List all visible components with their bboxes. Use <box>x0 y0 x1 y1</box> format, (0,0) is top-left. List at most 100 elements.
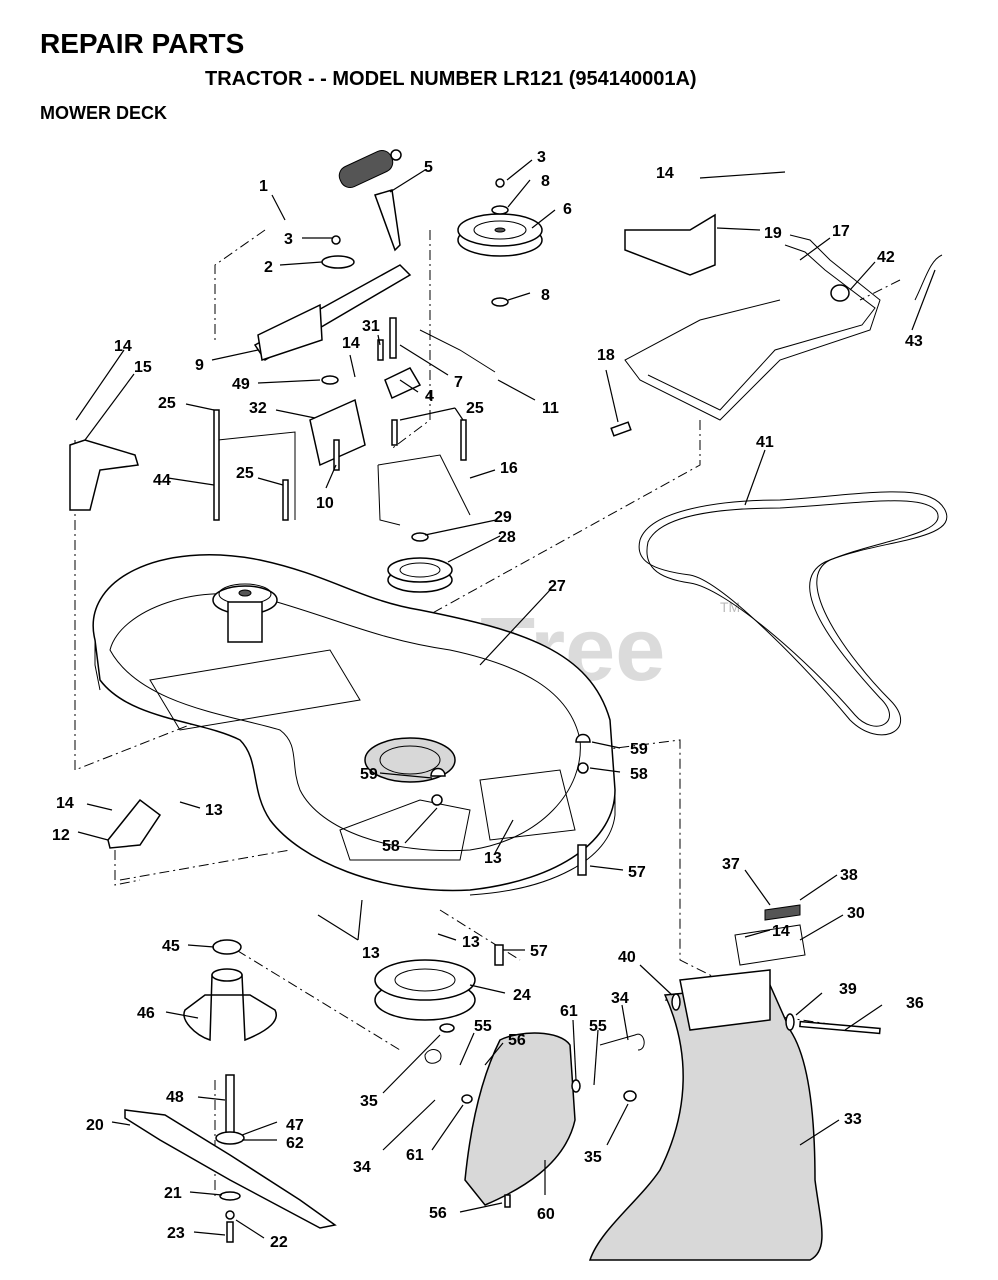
bracket-12 <box>107 798 162 849</box>
bracket-16 <box>377 454 471 526</box>
callout-2: 2 <box>264 259 273 276</box>
callout-59-right: 59 <box>630 741 648 758</box>
nut-29 <box>411 532 429 542</box>
callout-58-right: 58 <box>630 766 648 783</box>
callout-5: 5 <box>424 159 433 176</box>
washer-8-bottom <box>491 297 509 307</box>
bolt-23 <box>226 1221 234 1243</box>
callout-56-bottom: 56 <box>429 1205 447 1222</box>
callout-19: 19 <box>764 225 782 242</box>
callout-13-bottom-left: 13 <box>362 945 380 962</box>
callout-12: 12 <box>52 827 70 844</box>
pin-18 <box>610 421 632 437</box>
callout-9: 9 <box>195 357 204 374</box>
callout-7: 7 <box>454 374 463 391</box>
pulley-28 <box>387 557 453 593</box>
spring-34-left <box>424 1049 442 1064</box>
washer-35-left <box>439 1023 455 1033</box>
callout-57-right: 57 <box>628 864 646 881</box>
callout-18: 18 <box>597 347 615 364</box>
callout-25-right: 25 <box>466 400 484 417</box>
bolt-25-right-b <box>460 419 467 461</box>
bearing-45 <box>212 939 242 955</box>
spindle-shaft-48 <box>225 1074 235 1136</box>
callout-16: 16 <box>500 460 518 477</box>
bolt-31 <box>377 339 384 361</box>
callout-35-left: 35 <box>360 1093 378 1110</box>
callout-60: 60 <box>537 1206 555 1223</box>
callout-40: 40 <box>618 949 636 966</box>
callout-20: 20 <box>86 1117 104 1134</box>
callout-13-left: 13 <box>205 802 223 819</box>
callout-61-left: 61 <box>406 1147 424 1164</box>
bolt-57-right <box>577 844 587 876</box>
washer-2 <box>321 255 355 269</box>
spring-34-right <box>599 1033 645 1051</box>
callout-55-left: 55 <box>474 1018 492 1035</box>
nut-58-center <box>431 794 443 806</box>
callout-13-center: 13 <box>484 850 502 867</box>
idler-pulley <box>457 213 543 257</box>
page-title: REPAIR PARTS <box>40 28 245 59</box>
spacer-rod-44 <box>217 431 296 520</box>
bearing-47 <box>215 1131 245 1145</box>
chute-bracket <box>679 969 771 1031</box>
bolt-25-right-a <box>391 419 398 446</box>
callout-8-top: 8 <box>541 173 550 190</box>
washer-42 <box>830 284 850 302</box>
callout-4: 4 <box>425 388 434 405</box>
deflector-60 <box>464 1032 576 1206</box>
washer-49 <box>321 375 339 385</box>
callout-3-top: 3 <box>537 149 546 166</box>
bracket-19 <box>624 213 716 276</box>
bracket-32 <box>309 398 366 467</box>
callout-28: 28 <box>498 529 516 546</box>
callout-24: 24 <box>513 987 531 1004</box>
callout-13-bottom-right: 13 <box>462 934 480 951</box>
model-subtitle: TRACTOR - - MODEL NUMBER LR121 (95414000… <box>205 68 697 90</box>
callout-14-left: 14 <box>114 338 132 355</box>
callout-11: 11 <box>542 400 559 417</box>
callout-1: 1 <box>259 178 268 195</box>
callout-42: 42 <box>877 249 895 266</box>
callout-33: 33 <box>844 1111 862 1128</box>
callout-34-right: 34 <box>611 990 629 1007</box>
deck-spindle-assembly <box>212 583 278 643</box>
bracket-30 <box>734 924 806 966</box>
callout-27: 27 <box>548 578 566 595</box>
callout-34-left: 34 <box>353 1159 371 1176</box>
discharge-chute-33 <box>588 984 823 1261</box>
callout-15: 15 <box>134 359 152 376</box>
callout-25-mid: 25 <box>236 465 254 482</box>
callout-36: 36 <box>906 995 924 1012</box>
lift-frame-17 <box>624 234 881 421</box>
callout-37: 37 <box>722 856 740 873</box>
washer-61-right <box>571 1079 581 1093</box>
callout-21: 21 <box>164 1185 182 1202</box>
nut-3-top <box>495 178 505 188</box>
callout-38: 38 <box>840 867 858 884</box>
cover-24 <box>374 959 476 1021</box>
callout-23: 23 <box>167 1225 185 1242</box>
lift-handle <box>338 149 402 189</box>
idler-bracket <box>253 264 412 362</box>
lever-5 <box>374 189 401 252</box>
callout-59-center: 59 <box>360 766 378 783</box>
callout-30: 30 <box>847 905 865 922</box>
callout-29: 29 <box>494 509 512 526</box>
callout-47: 47 <box>286 1117 304 1134</box>
callout-61-right: 61 <box>560 1003 578 1020</box>
spindle-housing-46 <box>183 968 277 1042</box>
section-title: MOWER DECK <box>40 103 167 123</box>
callout-48: 48 <box>166 1089 184 1106</box>
bolt-10 <box>333 439 340 471</box>
callout-39: 39 <box>839 981 857 998</box>
callout-32: 32 <box>249 400 267 417</box>
callout-49: 49 <box>232 376 250 393</box>
callout-43: 43 <box>905 333 923 350</box>
cap-59-right <box>575 733 591 743</box>
callout-62: 62 <box>286 1135 304 1152</box>
callout-14-mid: 14 <box>342 335 360 352</box>
washer-35-right <box>623 1090 637 1102</box>
